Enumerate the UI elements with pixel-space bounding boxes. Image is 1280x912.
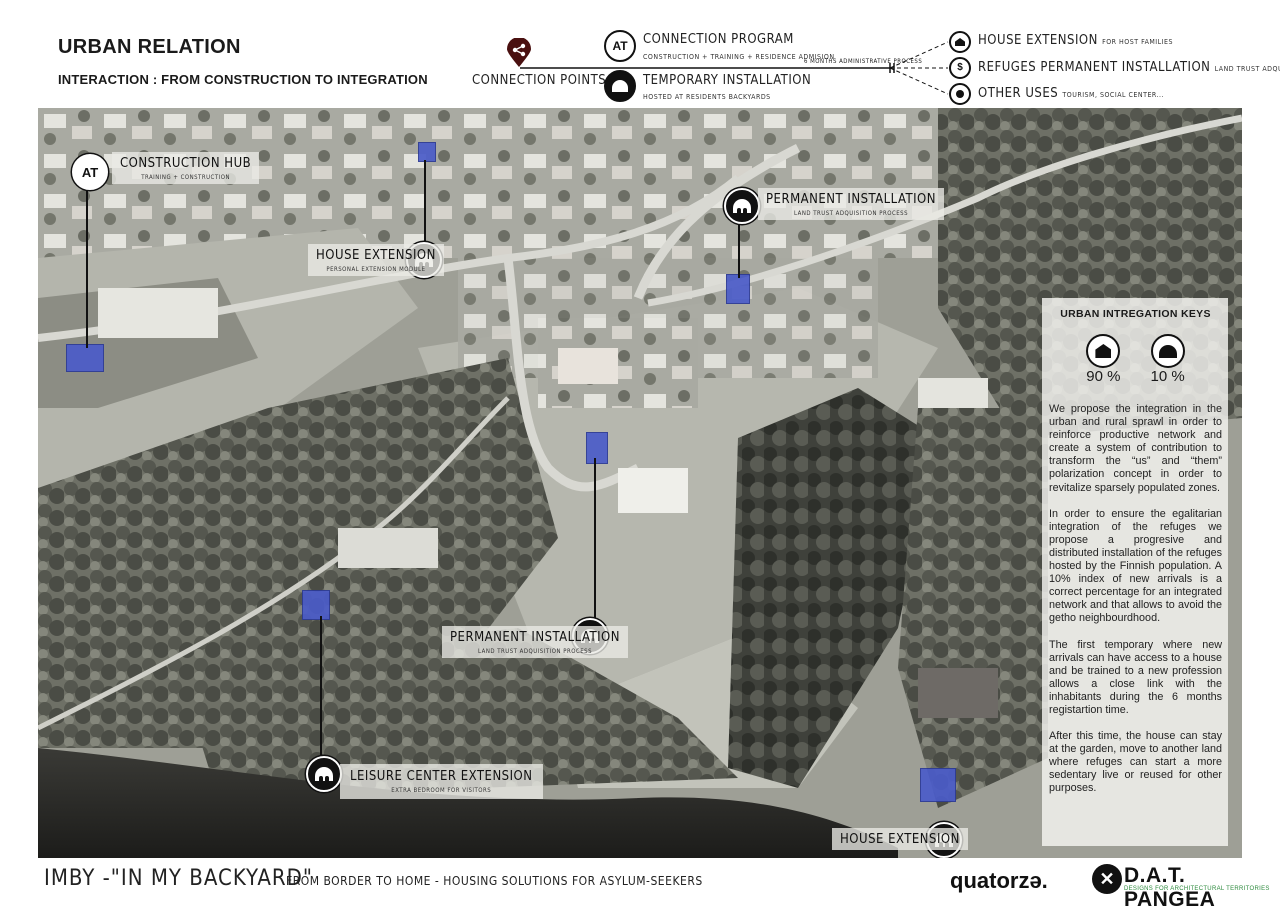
keys-paragraph: We propose the integration in the urban … <box>1049 403 1222 494</box>
module-permanent-1 <box>726 274 750 304</box>
module-construction-hub <box>66 344 104 372</box>
other-uses-icon <box>949 83 971 105</box>
leisure-center-pin[interactable] <box>306 756 342 792</box>
connection-diagram-lines <box>520 41 949 95</box>
connection-program-title: CONNECTION PROGRAM <box>643 32 794 47</box>
permanent-installation-pin-1[interactable] <box>724 188 760 224</box>
project-title: IMBY -"IN MY BACKYARD" <box>44 866 314 891</box>
construction-at-icon: AT <box>604 30 636 62</box>
process-label: 6 MONTHS ADMINISTRATIVE PROCESS <box>804 58 923 65</box>
aerial-photo <box>38 108 1242 858</box>
house-percentage: 90 % <box>1086 368 1121 385</box>
house-extension-label-2: HOUSE EXTENSION <box>832 828 968 850</box>
module-house-ext-1 <box>418 142 436 162</box>
keys-title: URBAN INTREGATION KEYS <box>1060 308 1211 320</box>
house-extension-icon <box>949 31 971 53</box>
tent-percentage: 10 % <box>1150 368 1185 385</box>
module-house-ext-2 <box>920 768 956 802</box>
quatorze-logo: quatorzə. <box>950 868 1048 893</box>
integration-keys-panel: URBAN INTREGATION KEYS 90 % 10 % We prop… <box>1042 298 1228 846</box>
keys-paragraph: The first temporary where new arrivals c… <box>1049 638 1222 716</box>
branch-house-extension: HOUSE EXTENSION FOR HOST FAMILIES <box>978 33 1174 48</box>
house-key-icon <box>1086 334 1121 368</box>
connection-program-sub: CONSTRUCTION + TRAINING + RESIDENCE ADMI… <box>643 53 835 61</box>
temporary-tent-icon <box>604 70 636 102</box>
connection-points-label: CONNECTION POINTS <box>472 73 607 88</box>
branch-other-uses: OTHER USES TOURISM, SOCIAL CENTER... <box>978 86 1165 101</box>
module-leisure <box>302 590 330 620</box>
keys-paragraph: In order to ensure the egalitarian integ… <box>1049 507 1222 625</box>
keys-paragraph: After this time, the house can stay at t… <box>1049 730 1222 795</box>
project-tagline: FROM BORDER TO HOME - HOUSING SOLUTIONS … <box>286 874 703 888</box>
map-pin-icon <box>505 37 533 68</box>
dat-pangea-tagline: DESIGNS FOR ARCHITECTURAL TERRITORIES <box>1124 886 1270 892</box>
pangea-logo-icon: ✕ <box>1092 864 1122 894</box>
page-subtitle: INTERACTION : FROM CONSTRUCTION TO INTEG… <box>58 72 428 87</box>
page-title: URBAN RELATION <box>58 36 241 58</box>
branch-permanent-installation: REFUGES PERMANENT INSTALLATION LAND TRUS… <box>978 60 1280 75</box>
construction-hub-pin[interactable]: AT <box>72 154 108 190</box>
tent-key-icon <box>1150 334 1185 368</box>
temporary-installation-sub: HOSTED AT RESIDENTS BACKYARDS <box>643 93 771 101</box>
temporary-installation-title: TEMPORARY INSTALLATION <box>643 73 812 88</box>
dollar-icon: $ <box>949 57 971 79</box>
module-permanent-2 <box>586 432 608 464</box>
